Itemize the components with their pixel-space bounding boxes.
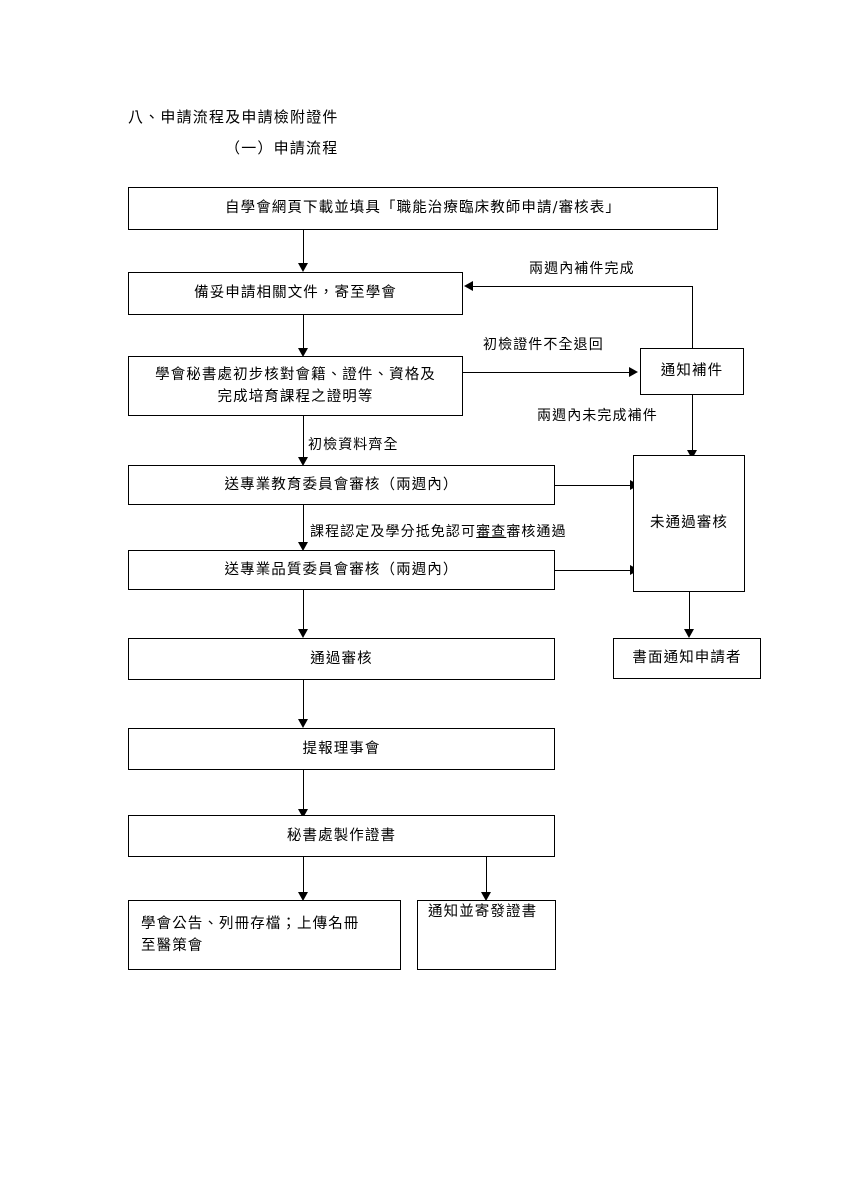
connector-education-to-quality — [303, 505, 304, 545]
arrowhead-down-icon — [481, 892, 491, 901]
connector-issue-to-announce — [303, 857, 304, 895]
arrowhead-down-icon — [298, 629, 308, 638]
edge-label-course-credit-review: 課程認定及學分抵免認可審查審核通過 — [310, 521, 567, 541]
flow-node-review-failed: 未通過審核 — [633, 455, 745, 592]
flow-node-notify-supplement: 通知補件 — [640, 348, 744, 395]
flow-node-label: 送專業品質委員會審核（兩週內） — [224, 561, 459, 578]
flow-node-label: 通知並寄發證書 — [428, 904, 538, 920]
flow-node-label-line1: 學會公告、列冊存檔；上傳名冊 — [141, 915, 360, 932]
flow-node-label-line2: 至醫策會 — [141, 938, 204, 954]
flow-node-label: 秘書處製作證書 — [286, 827, 397, 844]
connector-passed-to-board — [303, 680, 304, 722]
flow-node-label: 提報理事會 — [302, 740, 381, 757]
arrowhead-down-icon — [298, 457, 308, 466]
connector-issue-to-send-cert — [486, 857, 487, 895]
flow-node-label: 自學會網頁下載並填具「職能治療臨床教師申請/審核表」 — [225, 200, 621, 217]
arrowhead-down-icon — [298, 809, 308, 818]
edge-label-text-underlined: 審查 — [476, 524, 507, 540]
flow-node-label: 未通過審核 — [650, 515, 728, 532]
flow-node-label: 通過審核 — [310, 650, 373, 667]
connector-check-to-notify — [463, 372, 630, 373]
connector-prepare-to-check — [303, 315, 304, 351]
connector-check-to-education — [303, 416, 304, 460]
flow-node-label: 送專業教育委員會審核（兩週內） — [224, 476, 459, 493]
subsection-heading: （一）申請流程 — [225, 139, 339, 157]
flow-node-announce-archive: 學會公告、列冊存檔；上傳名冊 至醫策會 — [128, 900, 401, 970]
connector-quality-to-failed — [555, 570, 632, 571]
edge-label-supplement-completed: 兩週內補件完成 — [529, 261, 635, 277]
edge-label-text-before: 課程認定及學分抵免認可 — [310, 524, 477, 540]
section-heading: 八、申請流程及申請檢附證件 — [128, 108, 339, 126]
arrowhead-down-icon — [298, 892, 308, 901]
flow-node-report-board: 提報理事會 — [128, 728, 555, 770]
connector-board-to-issue — [303, 770, 304, 812]
flow-node-label: 備妥申請相關文件，寄至學會 — [194, 285, 397, 302]
edge-label-initial-check-complete: 初檢資料齊全 — [308, 437, 399, 453]
arrowhead-down-icon — [684, 629, 694, 638]
edge-label-supplement-not-done: 兩週內未完成補件 — [537, 408, 658, 424]
arrowhead-down-icon — [298, 719, 308, 728]
flow-node-quality-committee: 送專業品質委員會審核（兩週內） — [128, 550, 555, 590]
flow-node-prepare-documents: 備妥申請相關文件，寄至學會 — [128, 272, 463, 315]
flow-node-download-form: 自學會網頁下載並填具「職能治療臨床教師申請/審核表」 — [128, 187, 718, 230]
flow-node-notify-applicant: 書面通知申請者 — [613, 638, 761, 679]
connector-education-to-failed — [555, 485, 632, 486]
flow-node-notify-send-cert: 通知並寄發證書 — [417, 900, 556, 970]
arrowhead-down-icon — [298, 542, 308, 551]
connector-supplement-loop-horizontal — [473, 286, 693, 287]
connector-failed-to-notify-applicant — [689, 592, 690, 632]
flow-node-secretariat-check: 學會秘書處初步核對會籍、證件、資格及 完成培育課程之證明等 — [128, 356, 463, 416]
connector-notify-to-failed — [692, 395, 693, 453]
connector-quality-to-passed — [303, 590, 304, 632]
edge-label-text-after: 審核通過 — [506, 524, 567, 540]
flow-node-review-passed: 通過審核 — [128, 638, 555, 680]
connector-supplement-loop-vertical — [692, 286, 693, 348]
flow-node-label: 通知補件 — [660, 363, 724, 380]
arrowhead-down-icon — [298, 263, 308, 272]
arrowhead-down-icon — [298, 348, 308, 357]
flow-node-label: 書面通知申請者 — [632, 650, 742, 667]
arrowhead-right-icon — [629, 367, 638, 377]
flow-node-secretariat-issue: 秘書處製作證書 — [128, 815, 555, 857]
arrowhead-left-icon — [464, 281, 473, 291]
arrowhead-down-icon — [687, 450, 697, 459]
edge-label-incomplete-returned: 初檢證件不全退回 — [483, 337, 604, 353]
flow-node-label-line2: 完成培育課程之證明等 — [217, 389, 374, 405]
flow-node-education-committee: 送專業教育委員會審核（兩週內） — [128, 465, 555, 505]
connector-download-to-prepare — [303, 230, 304, 266]
flow-node-label-line1: 學會秘書處初步核對會籍、證件、資格及 — [155, 366, 436, 383]
